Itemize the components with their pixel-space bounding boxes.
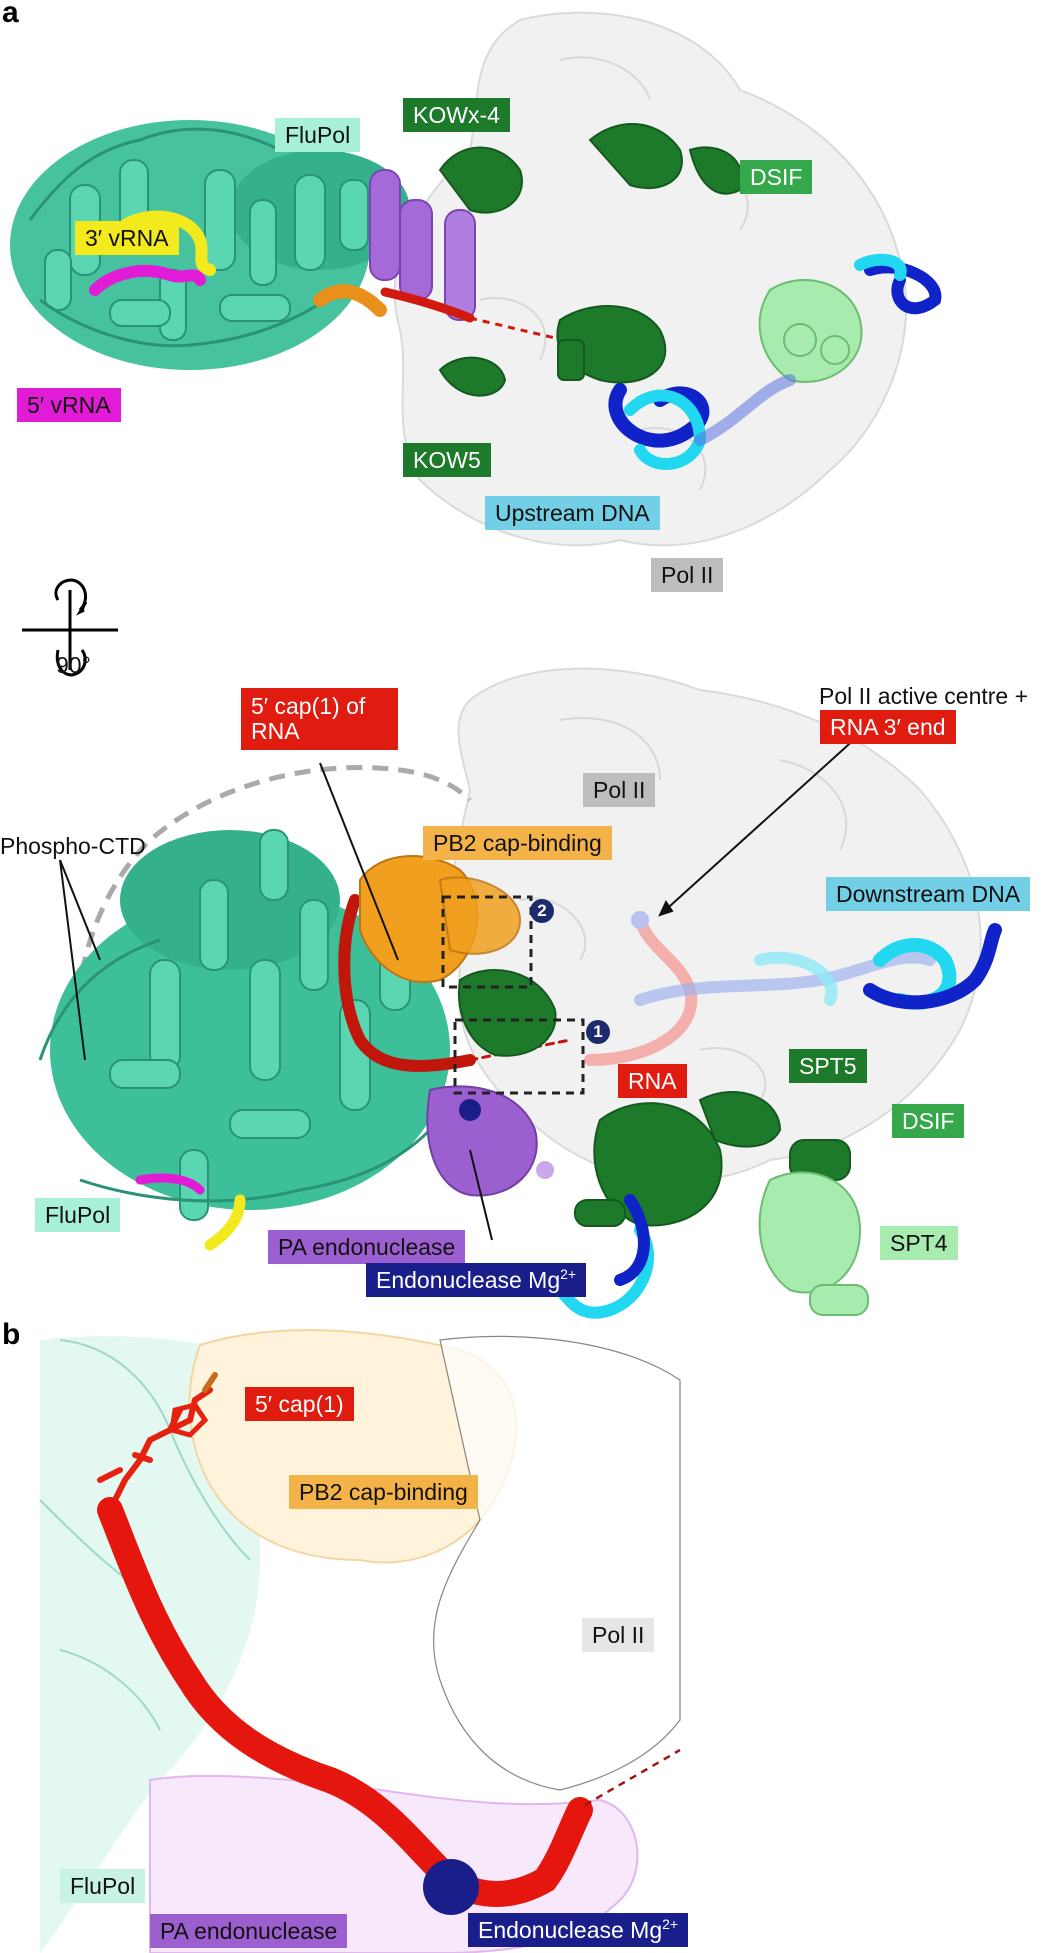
label-endonuclease-mg-b-text: Endonuclease Mg [478,1917,663,1943]
flupol-structure-top [10,120,410,370]
label-phospho-ctd: Phospho-CTD [0,833,146,859]
mg-ion-sphere [423,1859,479,1915]
upstream-dna-top [608,253,942,470]
label-3-vrna: 3′ vRNA [75,221,179,255]
panel-letter-a: a [2,0,19,29]
label-pol2-top: Pol II [651,558,724,592]
label-kow5: KOW5 [403,443,491,477]
downstream-dna-bottom [554,923,1002,1319]
pa-endo-top [313,169,556,340]
active-centre-marker [631,911,649,929]
label-pb2-cap-binding-a: PB2 cap-binding [423,826,612,860]
label-rna-3-end: RNA 3′ end [820,710,956,744]
label-spt4: SPT4 [880,1226,958,1260]
vrna-strands [89,210,216,296]
rna-dashed-extension [584,1748,681,1807]
rotation-angle: 90° [56,652,91,678]
spt4-top [758,279,863,383]
label-5-cap-b: 5′ cap(1) [245,1387,354,1421]
label-5-cap-line1: 5′ cap(1) of [251,693,366,719]
label-5-vrna: 5′ vRNA [17,388,121,422]
rna-tube-b [97,1497,593,1907]
label-dsif-bottom: DSIF [892,1104,965,1138]
label-pol2-bottom: Pol II [583,773,656,807]
label-rna: RNA [618,1064,687,1098]
zoom-boxes [441,895,585,1095]
panel-letter-b: b [2,1318,21,1351]
label-flupol-top: FluPol [275,118,361,152]
dsif-bottom [458,969,851,1227]
label-pa-endonuclease-a: PA endonuclease [268,1230,466,1264]
label-spt5: SPT5 [789,1049,867,1083]
zoom-marker-2: 2 [530,899,554,923]
dsif-top [438,123,743,397]
leader-lines-a [59,726,869,1241]
label-downstream-dna: Downstream DNA [826,877,1031,911]
pa-endo-bottom [426,1085,554,1197]
label-flupol-bottom: FluPol [35,1198,121,1232]
label-endonuclease-mg-b-sup: 2+ [662,1916,679,1932]
cap-stick-model [97,1372,218,1513]
rotation-icon [22,578,118,677]
label-upstream-dna: Upstream DNA [485,496,660,530]
label-dsif-top: DSIF [740,160,813,194]
label-endonuclease-mg-b: Endonuclease Mg2+ [468,1913,689,1947]
label-kowx4: KOWx-4 [403,98,510,132]
label-5-cap-of-rna: 5′ cap(1) of RNA [241,688,398,750]
zoom-marker-1: 1 [586,1020,610,1044]
label-pa-endonuclease-b: PA endonuclease [150,1914,348,1948]
label-endonuclease-mg-a-sup: 2+ [560,1266,577,1282]
label-pb2-cap-binding-b: PB2 cap-binding [289,1475,478,1509]
label-5-cap-line2: RNA [251,718,300,745]
label-endonuclease-mg-a: Endonuclease Mg2+ [366,1263,587,1297]
label-pol2-b: Pol II [582,1618,655,1652]
label-endonuclease-mg-a-text: Endonuclease Mg [376,1267,561,1293]
spt4-bottom [758,1171,869,1316]
label-active-centre: Pol II active centre + [819,683,1029,709]
label-flupol-b: FluPol [60,1869,146,1903]
ctd-dashed-path [75,765,472,1051]
